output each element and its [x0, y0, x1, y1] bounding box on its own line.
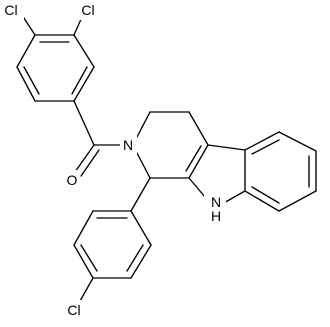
bond-nh-c9a — [188, 177, 206, 198]
atom-label-oxygen: O — [67, 172, 78, 188]
bond-chlorophenyl-a — [130, 210, 152, 246]
bond-benzo-double-1 — [251, 139, 280, 155]
bond-c4a-c9a — [188, 144, 209, 179]
bond-dichlorophenyl-double-3 — [71, 66, 88, 95]
atom-label-ring-nitrogen: N — [123, 137, 133, 153]
bond-benzo-e — [244, 190, 280, 212]
bond-benzo-double-3 — [251, 186, 280, 204]
bond-c4a-c9a-double — [185, 145, 202, 172]
bond-carbonyl-oxygen-2 — [80, 149, 100, 177]
bond-c4a-c4b — [207, 144, 246, 151]
bond-chlorophenyl-d — [73, 244, 94, 279]
bond-aryl-carbonyl — [73, 100, 95, 146]
label-mask-oxygen — [64, 170, 80, 190]
bond-to-cl-top-left — [21, 14, 36, 36]
bond-chlorophenyl-e — [73, 210, 94, 246]
label-mask-cl-top-right — [76, 0, 100, 20]
bond-carbonyl-oxygen-1 — [74, 144, 95, 173]
bond-chlorophenyl-double-3 — [80, 244, 98, 272]
label-mask-cl-bottom — [63, 300, 87, 320]
bond-ch2-c4a — [188, 111, 209, 146]
bond-benzo-a — [244, 131, 280, 151]
bond-c1-aryl — [130, 177, 151, 212]
bond-chlorophenyl-double-2 — [126, 244, 144, 272]
bond-c1-n — [136, 152, 151, 179]
label-mask-ring-nitrogen — [120, 135, 137, 155]
bond-benzo-d — [278, 190, 317, 212]
bond-dichlorophenyl-e — [73, 34, 95, 68]
atom-label-cl-top-right: Cl — [81, 2, 94, 18]
bond-dichlorophenyl-double-2 — [23, 66, 40, 95]
label-mask-cl-top-left — [0, 0, 24, 20]
atom-label-cl-top-left: Cl — [4, 2, 17, 18]
bond-dichlorophenyl-b — [16, 66, 36, 102]
atom-label-indole-nitrogen: N — [211, 194, 221, 210]
bond-chlorophenyl-b — [130, 244, 152, 279]
bond-n-ch2 — [136, 111, 151, 138]
bond-benzo-b — [278, 131, 317, 152]
atom-labels: Cl Cl O N N H Cl — [0, 0, 226, 320]
bond-dichlorophenyl-a — [16, 34, 36, 68]
label-mask-indole-nitrogen — [204, 195, 226, 225]
atom-label-indole-hydrogen: H — [211, 208, 221, 224]
bond-dichlorophenyl-d — [73, 66, 95, 102]
bonds — [16, 14, 317, 302]
atom-label-cl-bottom: Cl — [67, 302, 80, 318]
bond-to-cl-bottom — [79, 277, 94, 302]
